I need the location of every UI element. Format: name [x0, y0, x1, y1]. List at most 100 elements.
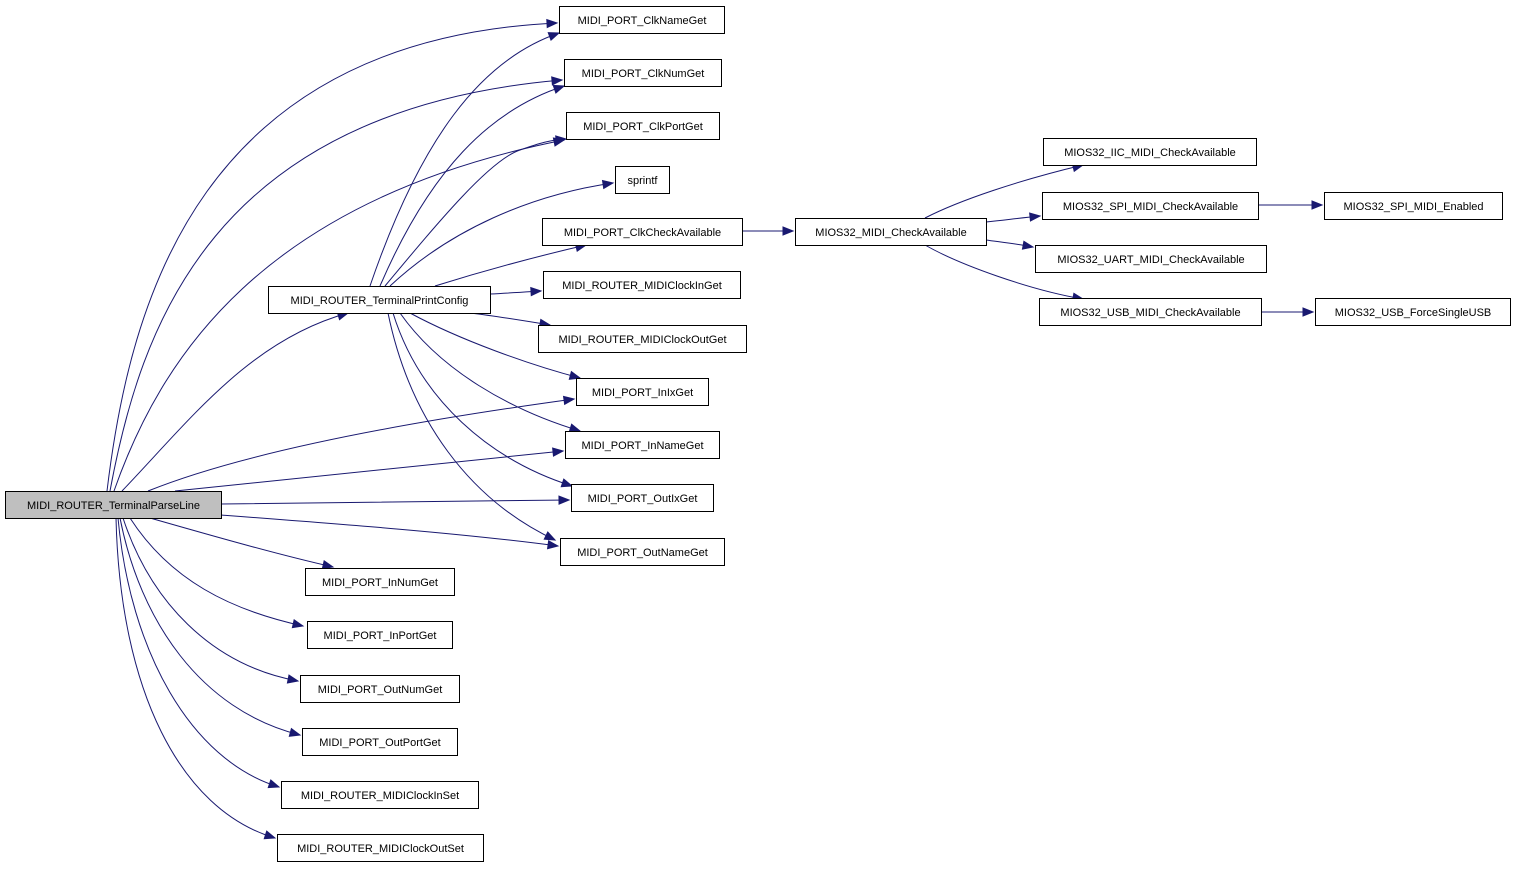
edge-line [399, 312, 581, 432]
node-clockOutGet[interactable]: MIDI_ROUTER_MIDIClockOutGet [538, 325, 747, 353]
edge-miosCheck-to-spiCheck [985, 212, 1042, 223]
node-box [305, 568, 455, 596]
arrowhead [1302, 307, 1315, 317]
edge-clkCheck-to-miosCheck [742, 226, 795, 236]
node-label: sprintf [628, 175, 659, 187]
node-clockOutSet[interactable]: MIDI_ROUTER_MIDIClockOutSet [277, 834, 484, 862]
edge-line [174, 450, 564, 492]
edge-line [469, 312, 551, 326]
node-box [5, 491, 222, 519]
node-label: MIDI_PORT_OutNumGet [318, 684, 443, 696]
node-box [268, 286, 491, 314]
node-label: MIOS32_USB_ForceSingleUSB [1335, 307, 1492, 319]
arrowhead [562, 395, 576, 406]
node-box [300, 675, 460, 703]
edge-root-to-inNumGet [149, 517, 335, 570]
edge-root-to-inPortGet [129, 517, 305, 629]
edge-root-to-printcfg [121, 311, 350, 492]
node-label: MIDI_PORT_ClkCheckAvailable [564, 227, 721, 239]
edge-printcfg-to-sprintf [389, 179, 615, 287]
node-box [1324, 192, 1503, 220]
node-label: MIDI_ROUTER_TerminalParseLine [27, 500, 200, 512]
node-inPortGet[interactable]: MIDI_PORT_InPortGet [307, 621, 453, 649]
edge-line [924, 164, 1084, 219]
arrowhead [555, 135, 568, 145]
node-outIxGet[interactable]: MIDI_PORT_OutIxGet [571, 484, 714, 512]
node-inNumGet[interactable]: MIDI_PORT_InNumGet [305, 568, 455, 596]
edge-line [924, 244, 1084, 300]
edge-line [122, 517, 299, 682]
edge-printcfg-to-clkNumGet [379, 84, 566, 287]
node-box [565, 431, 720, 459]
edge-root-to-outNameGet [220, 514, 560, 550]
node-root[interactable]: MIDI_ROUTER_TerminalParseLine [5, 491, 222, 519]
edge-line [434, 244, 587, 287]
node-label: MIDI_PORT_ClkPortGet [583, 121, 703, 133]
arrowhead [530, 286, 543, 297]
node-outNumGet[interactable]: MIDI_PORT_OutNumGet [300, 675, 460, 703]
edge-printcfg-to-outNameGet [387, 312, 557, 541]
edge-line [115, 517, 276, 839]
edge-line [109, 79, 563, 492]
edge-line [147, 398, 575, 492]
edge-root-to-clkNameGet [106, 18, 559, 492]
arrowhead [546, 18, 559, 29]
edge-root-to-outIxGet [220, 495, 571, 505]
node-label: MIDI_PORT_OutIxGet [588, 493, 698, 505]
node-usbCheck[interactable]: MIOS32_USB_MIDI_CheckAvailable [1039, 298, 1262, 326]
node-iicCheck[interactable]: MIOS32_IIC_MIDI_CheckAvailable [1043, 138, 1257, 166]
arrowhead [552, 84, 566, 94]
node-clockInSet[interactable]: MIDI_ROUTER_MIDIClockInSet [281, 781, 479, 809]
edge-printcfg-to-outIxGet [392, 312, 574, 488]
edge-line [409, 312, 581, 379]
arrowhead [267, 779, 281, 789]
node-box [307, 621, 453, 649]
edge-printcfg-to-inIxGet [409, 312, 582, 380]
edges-layer [106, 18, 1324, 840]
edge-line [220, 514, 559, 547]
edge-root-to-inNameGet [174, 447, 565, 492]
arrowhead [601, 179, 615, 190]
node-clkNameGet[interactable]: MIDI_PORT_ClkNameGet [559, 6, 725, 34]
node-outNameGet[interactable]: MIDI_PORT_OutNameGet [560, 538, 725, 566]
edge-line [379, 85, 565, 287]
node-box [1035, 245, 1267, 273]
arrowhead [1021, 240, 1035, 250]
edge-root-to-clockInSet [117, 517, 281, 789]
edge-root-to-inIxGet [147, 395, 576, 492]
node-spiEnabled[interactable]: MIOS32_SPI_MIDI_Enabled [1324, 192, 1503, 220]
edge-line [149, 517, 334, 568]
node-spiCheck[interactable]: MIOS32_SPI_MIDI_CheckAvailable [1042, 192, 1259, 220]
edge-line [121, 312, 349, 492]
node-usbForce[interactable]: MIOS32_USB_ForceSingleUSB [1315, 298, 1511, 326]
node-outPortGet[interactable]: MIDI_PORT_OutPortGet [302, 728, 458, 756]
node-sprintf[interactable]: sprintf [615, 166, 670, 194]
arrowhead [291, 619, 305, 629]
node-miosCheck[interactable]: MIOS32_MIDI_CheckAvailable [795, 218, 987, 246]
node-printcfg[interactable]: MIDI_ROUTER_TerminalPrintConfig [268, 286, 491, 314]
arrowhead [568, 423, 582, 433]
edge-root-to-outNumGet [122, 517, 300, 684]
arrowhead [321, 560, 335, 570]
arrowhead [782, 226, 795, 236]
node-box [1039, 298, 1262, 326]
node-box [543, 271, 741, 299]
node-inNameGet[interactable]: MIDI_PORT_InNameGet [565, 431, 720, 459]
arrowhead [551, 76, 564, 86]
arrowhead [560, 478, 574, 488]
node-inIxGet[interactable]: MIDI_PORT_InIxGet [576, 378, 709, 406]
node-label: MIDI_PORT_InPortGet [324, 630, 437, 642]
node-box [1315, 298, 1511, 326]
edge-line [392, 312, 573, 487]
node-box [795, 218, 987, 246]
node-clkNumGet[interactable]: MIDI_PORT_ClkNumGet [564, 59, 722, 87]
node-clockInGet[interactable]: MIDI_ROUTER_MIDIClockInGet [543, 271, 741, 299]
node-clkCheck[interactable]: MIDI_PORT_ClkCheckAvailable [542, 218, 743, 246]
edge-line [113, 139, 565, 492]
edge-printcfg-to-clkNameGet [369, 32, 561, 287]
edge-line [119, 517, 301, 736]
node-box [559, 6, 725, 34]
node-uartCheck[interactable]: MIOS32_UART_MIDI_CheckAvailable [1035, 245, 1267, 273]
node-clkPortGet[interactable]: MIDI_PORT_ClkPortGet [566, 112, 720, 140]
node-label: MIDI_PORT_OutNameGet [577, 547, 708, 559]
